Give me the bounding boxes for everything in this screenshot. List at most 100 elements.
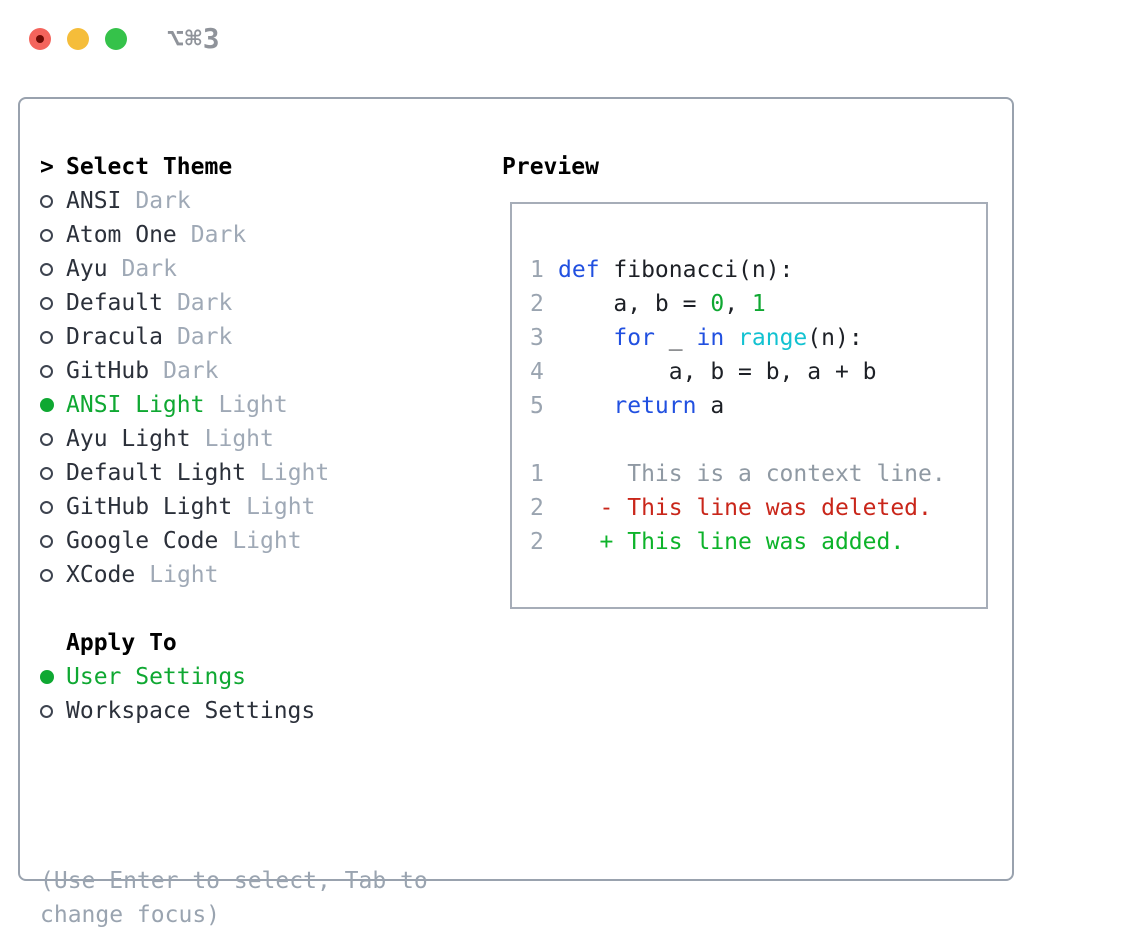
code-line — [530, 423, 946, 457]
radio-icon — [40, 228, 66, 242]
line-number: 3 — [530, 325, 544, 351]
theme-variant-tag: Dark — [163, 358, 219, 384]
line-number: 4 — [530, 359, 544, 385]
theme-name: GitHub — [66, 358, 150, 384]
code-segment: def — [558, 257, 600, 283]
theme-name: Default — [66, 290, 163, 316]
code-segment: a — [696, 393, 725, 419]
theme-option-github[interactable]: GitHub Dark — [40, 354, 329, 388]
theme-option-atom-one[interactable]: Atom One Dark — [40, 218, 329, 252]
code-segment: return — [613, 393, 697, 419]
theme-name: Dracula — [66, 324, 163, 350]
radio-selected-icon — [40, 398, 66, 412]
line-number: 2 — [530, 529, 544, 555]
theme-variant-tag: Light — [260, 460, 330, 486]
theme-name: ANSI Light — [66, 392, 205, 418]
theme-option-dracula[interactable]: Dracula Dark — [40, 320, 329, 354]
line-number: 2 — [530, 291, 544, 317]
close-dot-icon — [36, 35, 44, 43]
code-segment — [724, 325, 738, 351]
radio-icon — [40, 194, 66, 208]
minimize-button[interactable] — [67, 28, 89, 50]
theme-name: Google Code — [66, 528, 219, 554]
theme-variant-tag: Light — [149, 562, 219, 588]
code-segment: + This line was added. — [558, 529, 905, 555]
zoom-button[interactable] — [105, 28, 127, 50]
apply-option-label: User Settings — [66, 664, 247, 690]
theme-variant-tag: Dark — [190, 222, 247, 248]
code-segment: fibonacci(n): — [599, 257, 794, 283]
theme-name: ANSI — [66, 188, 122, 214]
code-segment: range — [738, 325, 808, 351]
theme-variant-tag: Light — [204, 426, 274, 452]
theme-name: GitHub Light — [66, 494, 233, 520]
theme-name: Ayu — [66, 256, 108, 282]
apply-option-workspace-settings[interactable]: Workspace Settings — [40, 694, 315, 728]
radio-icon — [40, 330, 66, 344]
radio-icon — [40, 568, 66, 582]
preview-title: Preview — [502, 154, 599, 180]
line-number: 2 — [530, 495, 544, 521]
code-segment: in — [696, 325, 725, 351]
theme-option-ansi-light[interactable]: ANSI Light Light — [40, 388, 329, 422]
code-line: 2 + This line was added. — [530, 525, 946, 559]
radio-icon — [40, 296, 66, 310]
code-segment: for — [613, 325, 655, 351]
radio-icon — [40, 534, 66, 548]
code-line: 3 for _ in range(n): — [530, 321, 946, 355]
theme-variant-tag: Dark — [176, 290, 233, 316]
theme-option-default[interactable]: Default Dark — [40, 286, 329, 320]
code-segment: _ — [654, 325, 697, 351]
code-segment: a, b = — [558, 291, 711, 317]
theme-option-default-light[interactable]: Default Light Light — [40, 456, 329, 490]
theme-variant-tag: Light — [246, 494, 316, 520]
apply-to-title-row: Apply To — [40, 626, 315, 660]
code-segment: This is a context line. — [558, 461, 946, 487]
radio-icon — [40, 500, 66, 514]
theme-variant-tag: Light — [218, 392, 288, 418]
close-button[interactable] — [29, 28, 51, 50]
code-segment: 1 — [751, 291, 766, 317]
code-segment: (n): — [807, 325, 863, 351]
code-line: 2 a, b = 0, 1 — [530, 287, 946, 321]
code-segment — [558, 393, 613, 419]
hint-line: change focus) — [40, 902, 221, 928]
apply-option-user-settings[interactable]: User Settings — [40, 660, 315, 694]
theme-variant-tag: Light — [232, 528, 302, 554]
theme-variant-tag: Dark — [135, 188, 191, 214]
radio-icon — [40, 432, 66, 446]
code-line: 5 return a — [530, 389, 946, 423]
radio-icon — [40, 262, 66, 276]
theme-name: Default Light — [66, 460, 247, 486]
code-segment: , — [724, 291, 752, 317]
radio-icon — [40, 466, 66, 480]
line-number: 5 — [530, 393, 544, 419]
theme-option-github-light[interactable]: GitHub Light Light — [40, 490, 329, 524]
theme-option-ansi[interactable]: ANSI Dark — [40, 184, 329, 218]
keyboard-shortcut-label: ⌥⌘3 — [167, 22, 221, 55]
code-line: 2 - This line was deleted. — [530, 491, 946, 525]
focus-chevron-icon: > — [40, 154, 54, 180]
apply-to-title: Apply To — [66, 630, 177, 656]
theme-option-google-code[interactable]: Google Code Light — [40, 524, 329, 558]
theme-option-ayu-light[interactable]: Ayu Light Light — [40, 422, 329, 456]
theme-list-title-row: > Select Theme — [40, 150, 329, 184]
code-segment: - This line was deleted. — [558, 495, 932, 521]
theme-name: Ayu Light — [66, 426, 191, 452]
theme-variant-tag: Dark — [176, 324, 233, 350]
code-segment — [558, 325, 613, 351]
code-line: 1 This is a context line. — [530, 457, 946, 491]
line-number: 1 — [530, 461, 544, 487]
radio-selected-icon — [40, 670, 66, 684]
theme-name: Atom One — [66, 222, 177, 248]
